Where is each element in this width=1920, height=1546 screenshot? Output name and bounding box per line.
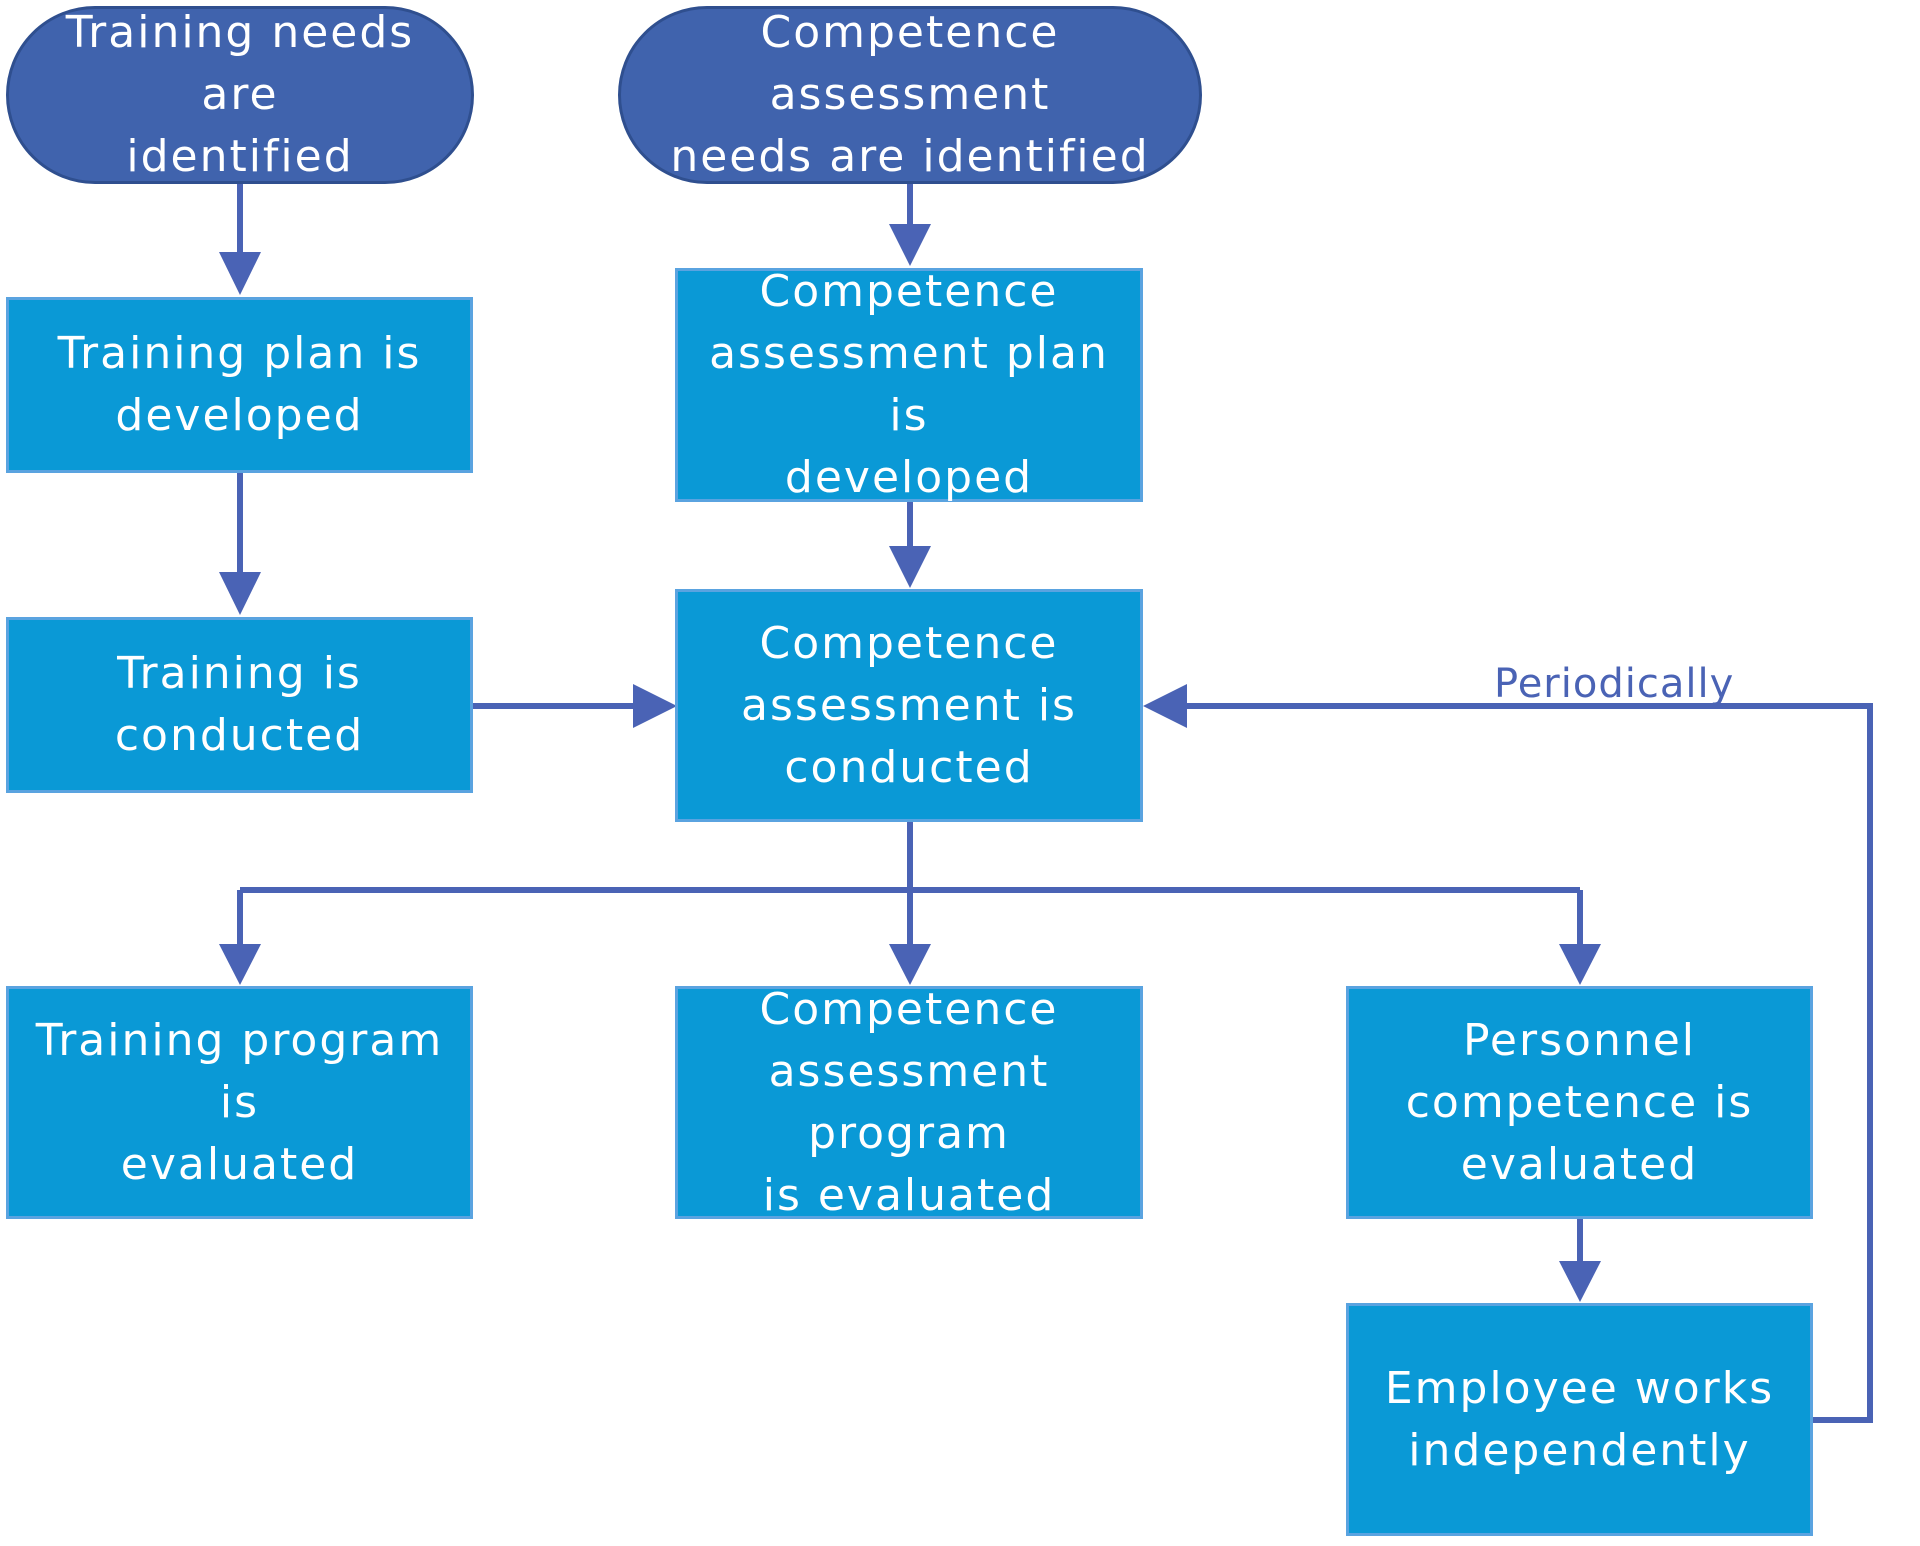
node-training-needs-label: Training needs are identified [65, 7, 415, 182]
node-training-plan-label: Training plan is developed [57, 328, 422, 441]
node-competence-plan-label: Competence assessment plan is developed [709, 266, 1109, 503]
node-personnel-competence: Personnel competence is evaluated [1346, 986, 1813, 1219]
node-personnel-competence-label: Personnel competence is evaluated [1405, 1014, 1754, 1190]
arrowhead-periodic-feedback [1143, 684, 1187, 728]
arrowhead-competence-conducted-top [889, 546, 931, 588]
node-training-conducted-label: Training is conducted [114, 648, 365, 761]
node-employee-works: Employee works independently [1346, 1303, 1813, 1536]
arrowhead-employee-works [1559, 1261, 1601, 1302]
node-training-program-label: Training program is evaluated [35, 1014, 444, 1190]
connector-periodic-feedback [1183, 703, 1873, 1423]
edge-label-periodically: Periodically [1494, 661, 1735, 707]
node-training-needs: Training needs are identified [6, 6, 474, 184]
node-competence-program-label: Competence assessment program is evaluat… [759, 983, 1059, 1221]
node-competence-needs-label: Competence assessment needs are identifi… [670, 7, 1150, 182]
node-competence-conducted-label: Competence assessment is conducted [741, 617, 1077, 793]
arrowhead-competence-program [889, 944, 931, 985]
node-competence-program: Competence assessment program is evaluat… [675, 984, 1143, 1221]
arrowhead-training-plan [219, 252, 261, 295]
node-training-plan: Training plan is developed [6, 297, 473, 473]
node-competence-plan: Competence assessment plan is developed [675, 266, 1143, 503]
node-competence-conducted: Competence assessment is conducted [675, 589, 1143, 822]
arrowhead-training-conducted [219, 572, 261, 615]
arrowhead-competence-plan [889, 224, 931, 266]
node-competence-needs: Competence assessment needs are identifi… [618, 6, 1202, 184]
node-training-program: Training program is evaluated [6, 986, 473, 1219]
node-training-conducted: Training is conducted [6, 617, 473, 793]
arrowhead-competence-conducted-left [633, 684, 677, 728]
arrowhead-personnel-competence [1559, 944, 1601, 985]
node-employee-works-label: Employee works independently [1384, 1362, 1775, 1476]
arrowhead-training-program [219, 944, 261, 985]
